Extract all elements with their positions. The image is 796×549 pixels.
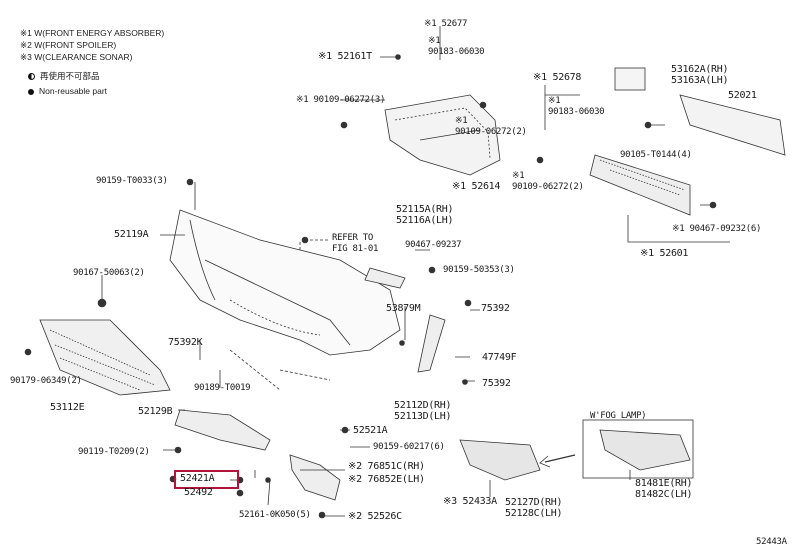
label-90105[interactable]: 90105-T0144(4): [620, 150, 692, 160]
label-90167[interactable]: 90167-50063(2): [73, 268, 145, 278]
label-90467b[interactable]: 90467-09237: [405, 240, 462, 250]
bracket-53162-shape: [614, 67, 646, 91]
figure-code: 52443A: [756, 537, 787, 547]
clip-75392-icon: [464, 299, 472, 307]
label-52112[interactable]: 52112D(RH) 52113D(LH): [394, 400, 452, 422]
legend-key-reuse: 再使用不可部品: [28, 71, 100, 82]
clip-90179-icon: [24, 348, 32, 356]
label-75392k[interactable]: 75392K: [168, 337, 203, 348]
lower-grille-shape: [39, 319, 171, 396]
clip-90119-icon: [174, 446, 182, 454]
clip-53879-icon: [399, 340, 405, 346]
clip-refer-icon: [301, 236, 309, 244]
bolt-52161-icon: [265, 477, 271, 483]
label-52677[interactable]: ※1 52677: [424, 19, 468, 29]
legend-note-2: ※2 W(FRONT SPOILER): [20, 40, 117, 50]
label-90159c[interactable]: 90159-60217(6): [373, 442, 445, 452]
selected-part-highlight[interactable]: [174, 470, 239, 489]
label-52421a[interactable]: 52421A: [180, 473, 215, 484]
label-90119[interactable]: 90119-T0209(2): [78, 447, 150, 457]
label-90183b[interactable]: ※1 90183-06030: [548, 96, 605, 117]
label-52129b[interactable]: 52129B: [138, 406, 173, 417]
label-90189[interactable]: 90189-T0019: [194, 383, 251, 393]
bracket-52115-shape: [364, 267, 406, 289]
label-52521a[interactable]: 52521A: [353, 425, 388, 436]
label-52526c[interactable]: ※2 52526C: [348, 511, 402, 522]
fog-cover-shape: [599, 429, 691, 471]
label-76852e[interactable]: ※2 76852E(LH): [348, 474, 425, 485]
clip-90105-icon: [644, 121, 652, 129]
label-52115[interactable]: 52115A(RH) 52116A(LH): [396, 204, 454, 226]
sonar-bracket-shape: [459, 439, 541, 481]
label-52021[interactable]: 52021: [728, 90, 757, 101]
label-53112e[interactable]: 53112E: [50, 402, 85, 413]
label-47749f[interactable]: 47749F: [482, 352, 517, 363]
label-90159a[interactable]: 90159-T0033(3): [96, 176, 168, 186]
label-52601[interactable]: ※1 52601: [640, 248, 689, 259]
retainer-shape: [174, 409, 271, 451]
clip-75392b-icon: [462, 379, 468, 385]
label-90109a[interactable]: ※1 90109-06272(3): [296, 95, 386, 105]
label-90159b[interactable]: 90159-50353(3): [443, 265, 515, 275]
label-52614[interactable]: ※1 52614: [452, 181, 501, 192]
bumper-reinforcement-shape: [679, 94, 786, 156]
clip-90167-icon: [97, 298, 107, 308]
legend-key-reuse-text: 再使用不可部品: [40, 71, 100, 81]
label-90109b[interactable]: ※1 90109-06272(2): [455, 116, 527, 137]
label-52161t[interactable]: ※1 52161T: [318, 51, 372, 62]
clip-90109c-icon: [536, 156, 544, 164]
bolt-52161t-icon: [395, 54, 401, 60]
bumper-cover-shape: [169, 209, 401, 356]
label-52678[interactable]: ※1 52678: [533, 72, 582, 83]
lower-absorber-shape: [589, 154, 691, 216]
label-90109c[interactable]: ※1 90109-06272(2): [512, 171, 584, 192]
label-refer-fig[interactable]: REFER TO FIG 81-01: [332, 233, 379, 254]
legend-note-1: ※1 W(FRONT ENERGY ABSORBER): [20, 28, 165, 38]
label-90183a[interactable]: ※1 90183-06030: [428, 36, 485, 57]
spoiler-side-shape: [289, 454, 341, 501]
label-90179[interactable]: 90179-06349(2): [10, 376, 82, 386]
label-75392a[interactable]: 75392: [481, 303, 510, 314]
label-76851c[interactable]: ※2 76851C(RH): [348, 461, 425, 472]
label-52492[interactable]: 52492: [184, 487, 213, 498]
label-75392b[interactable]: 75392: [482, 378, 511, 389]
label-52433a[interactable]: ※3 52433A: [443, 496, 497, 507]
half-dot-icon: [28, 73, 35, 81]
label-53162[interactable]: 53162A(RH) 53163A(LH): [671, 64, 729, 86]
clip-90159-icon: [186, 178, 194, 186]
moulding-shape: [417, 314, 446, 373]
legend-note-3: ※3 W(CLEARANCE SONAR): [20, 52, 133, 62]
full-dot-icon: [28, 88, 34, 95]
fog-lamp-box: [582, 419, 694, 479]
label-52161-0k050[interactable]: 52161-0K050(5): [239, 510, 311, 520]
clip-52526-icon: [318, 511, 326, 519]
legend-key-nonreusable-text: Non-reusable part: [39, 86, 108, 96]
clip-90467-icon: [709, 201, 717, 209]
clip-90109b-icon: [479, 101, 487, 109]
label-90467a[interactable]: ※1 90467-09232(6): [672, 224, 762, 234]
label-52119a[interactable]: 52119A: [114, 229, 149, 240]
label-52127[interactable]: 52127D(RH) 52128C(LH): [505, 497, 563, 519]
label-81481[interactable]: 81481E(RH) 81482C(LH): [635, 478, 693, 500]
clip-90159b-icon: [428, 266, 436, 274]
legend-key-nonreusable: Non-reusable part: [28, 86, 107, 97]
label-53879m[interactable]: 53879M: [386, 303, 421, 314]
label-fog-lamp: W'FOG LAMP): [590, 411, 647, 421]
clip-90109-icon: [340, 121, 348, 129]
clip-52521-icon: [341, 426, 349, 434]
clip-52492-icon: [236, 489, 244, 497]
